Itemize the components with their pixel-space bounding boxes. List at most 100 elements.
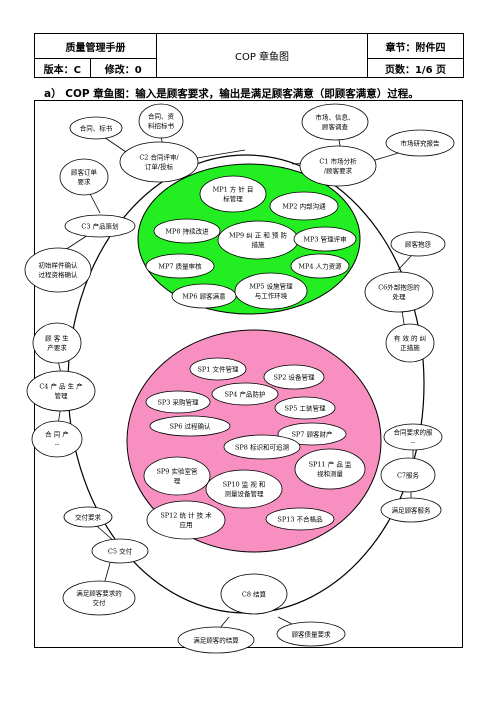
node-sp12-statistical-techniques-text: SP12 统 计 技 术应用 [160, 511, 212, 530]
node-customer-complaint-text: 顾客抱怨 [405, 239, 432, 248]
node-c2-contract-review: C2 合同评审/订单/投标 [119, 141, 199, 183]
diagram-frame [34, 100, 463, 648]
link-c2-ring [196, 149, 246, 159]
node-corrective-action-shape [385, 323, 435, 363]
node-customer-order-shape [59, 158, 109, 196]
node-satisfy-settlement-shape [177, 626, 255, 654]
node-mp7-quality-audit-shape [145, 253, 215, 279]
node-contract-bid: 合同、标书 [69, 116, 123, 140]
node-sp9-laboratory: SP9 实验室管理 [143, 456, 211, 496]
node-c3-product-planning-shape [64, 214, 136, 238]
node-c1-market-analysis: C1 市场分析/顾客要求 [299, 145, 377, 187]
node-mp8-improvement-text: MP8 持续改进 [165, 226, 209, 235]
node-c7-service-text: C7服务 [397, 470, 420, 479]
node-sp3-purchasing: SP3 采购管理 [145, 390, 211, 414]
node-customer-order: 顾客订单要求 [59, 158, 109, 196]
node-delivery-requirement: 交付要求 [63, 506, 113, 528]
node-sp2-equipment: SP2 设备管理 [263, 364, 325, 390]
node-satisfy-delivery-text: 满足顾客要求的交付 [76, 589, 122, 608]
node-market-report-shape [385, 129, 455, 157]
node-payment-requirement: 顾客债量要求 [276, 621, 346, 647]
node-sp12-statistical-techniques: SP12 统 计 技 术应用 [146, 500, 226, 540]
node-satisfy-delivery: 满足顾客要求的交付 [62, 580, 136, 616]
node-contract-bid-shape [69, 116, 123, 140]
node-sp4-product-protection-text: SP4 产品防护 [224, 389, 265, 398]
node-sp1-documents-shape [189, 357, 247, 381]
node-c4-production-text: C4 产 品 生 产管理 [39, 382, 83, 401]
node-sp6-process-validation-text: SP6 过程确认 [169, 421, 211, 430]
node-sp5-tooling-shape [274, 396, 336, 420]
node-sp7-customer-property: SP7 顾客财产 [277, 422, 347, 446]
node-c7-service-shape [380, 457, 436, 493]
node-sp3-purchasing-shape [145, 390, 211, 414]
node-customer-complaint-shape [390, 231, 446, 257]
node-sp1-documents-text: SP1 文件管理 [197, 364, 239, 373]
node-c6-complaint-handling-shape [364, 271, 434, 313]
node-mp2-communication-text: MP2 内部沟通 [282, 201, 326, 210]
page-count-label: 页数：1/6 页 [367, 58, 464, 78]
node-c6-complaint-handling: C6外部抱怨的处理 [364, 271, 434, 313]
node-mp4-human-resources-text: MP4 人力资源 [298, 261, 342, 270]
node-service-requirement: 合同要求的服-- [383, 423, 443, 451]
node-c5-delivery: C5 交付 [91, 538, 149, 564]
node-first-article-approval: 初始样件确认过程资格确认 [24, 247, 92, 293]
node-customer-order-text: 顾客订单要求 [71, 168, 98, 187]
node-first-article-approval-text: 初始样件确认过程资格确认 [39, 261, 79, 280]
node-mp8-improvement-shape [153, 218, 221, 244]
node-mp4-human-resources-shape [290, 253, 350, 279]
node-mp5-facilities: MP5 设施管理与工作环境 [234, 272, 308, 310]
node-contract-info-text: 合同、资料招标书 [148, 112, 175, 130]
revision-label: 修改：0 [104, 64, 142, 76]
version-revision-cell: 版本：C 修改：0 [34, 58, 157, 78]
node-sp1-documents: SP1 文件管理 [189, 357, 247, 381]
node-c2-contract-review-text: C2 合同评审/订单/投标 [139, 153, 179, 172]
node-market-info: 市场、信息、顾客调查 [301, 103, 369, 141]
node-qualified-product: 合 同 产-- [31, 420, 83, 458]
node-satisfy-service: 满足顾客服务 [380, 497, 442, 523]
node-sp10-monitoring-equipment: SP10 监 视 和测量设备管理 [205, 469, 283, 509]
node-sp5-tooling-text: SP5 工装管理 [284, 403, 326, 412]
node-mp6-customer-satisfaction: MP6 顾客满意 [171, 283, 237, 309]
node-mp7-quality-audit: MP7 质量审核 [145, 253, 215, 279]
node-contract-info: 合同、资料招标书 [138, 103, 184, 139]
node-c2-contract-review-shape [119, 141, 199, 183]
node-c8-settlement-text: C8 结算 [242, 589, 267, 598]
node-sp13-nonconforming-shape [265, 507, 335, 531]
node-mp9-corrective-preventive-shape [217, 220, 299, 260]
node-production-requirement-text: 顾 客 生产要求 [45, 334, 69, 353]
node-delivery-requirement-text: 交付要求 [75, 512, 102, 521]
node-satisfy-service-text: 满足顾客服务 [392, 505, 432, 514]
node-contract-bid-text: 合同、标书 [80, 123, 113, 132]
node-sp11-product-monitoring-text: SP11 产 品 监视和测量 [309, 460, 352, 479]
node-market-info-text: 市场、信息、顾客调查 [316, 113, 355, 131]
version-label: 版本：C [35, 59, 91, 77]
node-sp3-purchasing-text: SP3 采购管理 [157, 397, 199, 406]
node-mp1-policy-objectives: MP1 方 针 目标管理 [199, 175, 267, 213]
node-c4-production-shape [26, 370, 96, 412]
node-satisfy-settlement-text: 满足顾客的结算 [193, 635, 239, 644]
node-sp4-product-protection: SP4 产品防护 [211, 382, 279, 406]
node-c1-market-analysis-shape [299, 145, 377, 187]
node-c4-production: C4 产 品 生 产管理 [26, 370, 96, 412]
node-delivery-requirement-shape [63, 506, 113, 528]
node-c3-product-planning: C3 产品策划 [64, 214, 136, 238]
node-mp9-corrective-preventive: MP9 纠 正 和 预 防措施 [217, 220, 299, 260]
node-sp2-equipment-shape [263, 364, 325, 390]
node-contract-info-shape [138, 103, 184, 139]
node-c3-product-planning-text: C3 产品策划 [81, 221, 118, 230]
node-satisfy-delivery-shape [62, 580, 136, 616]
node-sp10-monitoring-equipment-text: SP10 监 视 和测量设备管理 [223, 480, 266, 499]
node-service-requirement-shape [383, 423, 443, 451]
node-sp9-laboratory-text: SP9 实验室管理 [156, 467, 198, 486]
node-c8-settlement-shape [220, 573, 288, 615]
node-sp5-tooling: SP5 工装管理 [274, 396, 336, 420]
node-satisfy-service-shape [380, 497, 442, 523]
node-mp7-quality-audit-text: MP7 质量审核 [158, 261, 202, 270]
node-sp12-statistical-techniques-shape [146, 500, 226, 540]
node-sp9-laboratory-shape [143, 456, 211, 496]
node-sp4-product-protection-shape [211, 382, 279, 406]
link-c8-payment [277, 616, 293, 625]
node-mp8-improvement: MP8 持续改进 [153, 218, 221, 244]
node-sp13-nonconforming: SP13 不合格品 [265, 507, 335, 531]
